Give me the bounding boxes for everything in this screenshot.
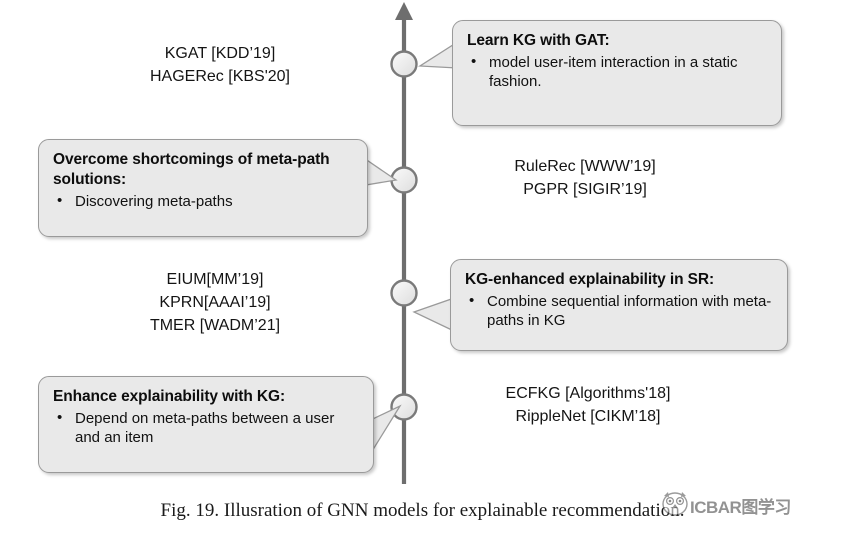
callout-bullet: Discovering meta-paths <box>53 191 353 212</box>
timeline-node-1 <box>390 50 418 78</box>
model-label-line: PGPR [SIGIR’19] <box>523 181 647 199</box>
callout-title: Enhance explainability with KG: <box>53 388 286 405</box>
model-label-line: EIUM[MM’19] <box>166 271 264 288</box>
timeline-axis <box>390 2 418 484</box>
model-labels-bottom-right: ECFKG [Algorithms'18] RippleNet [CIKM’18… <box>438 382 738 428</box>
model-label-line: RippleNet [CIKM’18] <box>515 408 661 426</box>
model-label-line: KPRN[AAAI’19] <box>159 294 271 312</box>
model-label-line: HAGERec [KBS'20] <box>150 68 290 86</box>
callout-overcome-shortcomings[interactable]: Overcome shortcomings of meta-path solut… <box>38 139 368 237</box>
model-label-line: TMER [WADM’21] <box>149 317 281 335</box>
model-label-line: RuleRec [WWW’19] <box>514 158 656 175</box>
callout-bullet: Depend on meta-paths between a user and … <box>53 408 359 448</box>
model-labels-mid-left: EIUM[MM’19] KPRN[AAAI’19] TMER [WADM’21] <box>70 268 360 338</box>
watermark-text: ICBAR图学习 <box>690 498 791 517</box>
callout-learn-kg-with-gat[interactable]: Learn KG with GAT: model user-item inter… <box>452 20 782 126</box>
figure-caption: Fig. 19. Illusration of GNN models for e… <box>160 500 685 521</box>
timeline-node-3 <box>390 279 418 307</box>
watermark: ICBAR图学习 <box>660 487 840 527</box>
model-labels-top-left: KGAT [KDD’19] HAGERec [KBS'20] <box>80 42 360 88</box>
callout-title: Overcome shortcomings of meta-path solut… <box>53 151 330 188</box>
owl-logo-icon <box>662 492 688 516</box>
model-label-line: ECFKG [Algorithms'18] <box>505 385 671 402</box>
callout-enhance-explainability-with-kg[interactable]: Enhance explainability with KG: Depend o… <box>38 376 374 473</box>
callout-bullet-list: Discovering meta-paths <box>53 191 353 212</box>
callout-bullet: Combine sequential information with meta… <box>465 291 773 331</box>
model-labels-mid-right: RuleRec [WWW’19] PGPR [SIGIR’19] <box>440 155 730 201</box>
callout-bullet-list: Depend on meta-paths between a user and … <box>53 408 359 448</box>
callout-title: Learn KG with GAT: <box>467 32 610 49</box>
callout-kg-enhanced-explainability[interactable]: KG-enhanced explainability in SR: Combin… <box>450 259 788 351</box>
callout-bullet-list: model user-item interaction in a static … <box>467 52 767 92</box>
callout-title: KG-enhanced explainability in SR: <box>465 271 715 288</box>
callout-bullet-list: Combine sequential information with meta… <box>465 291 773 331</box>
timeline-node-4 <box>390 393 418 421</box>
model-label-line: KGAT [KDD’19] <box>164 45 276 62</box>
callout-bullet: model user-item interaction in a static … <box>467 52 767 92</box>
